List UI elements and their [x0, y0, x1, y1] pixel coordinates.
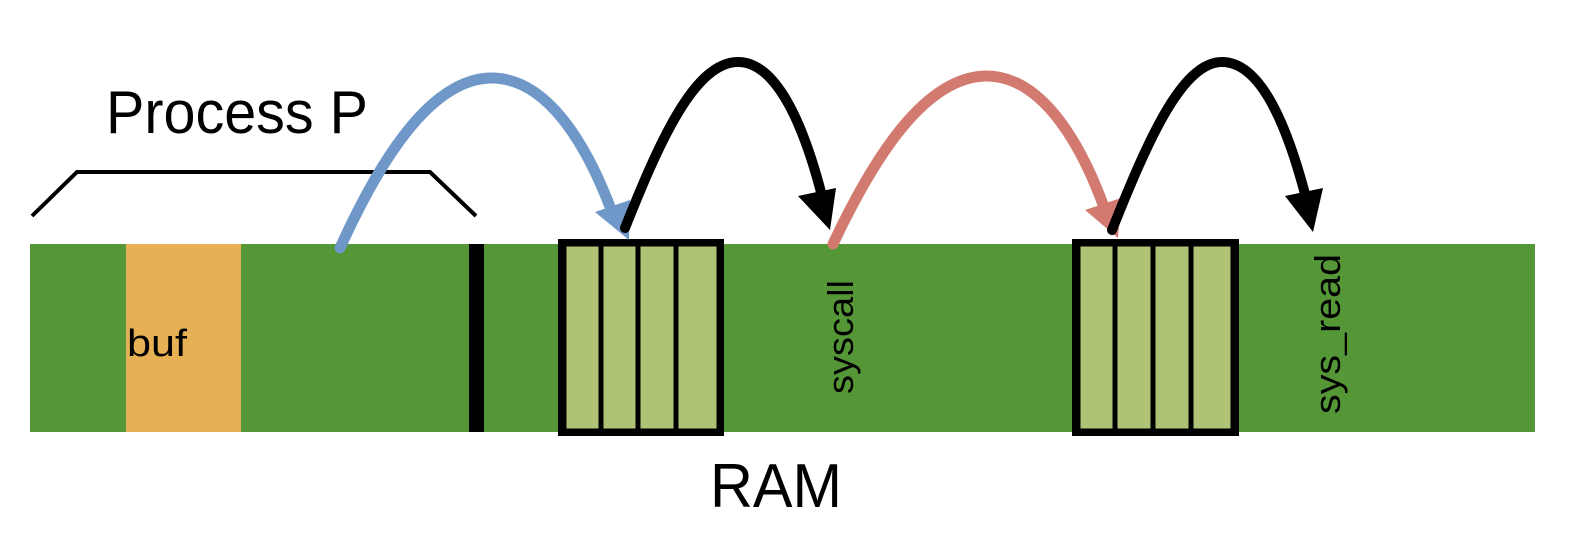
table-2 — [1072, 239, 1239, 436]
arrowhead — [1285, 188, 1323, 232]
syscall-to-table-arrow — [827, 70, 1121, 250]
table-slot — [1075, 241, 1118, 434]
table-border — [558, 239, 724, 436]
table-slot — [1112, 241, 1156, 434]
ram-strip — [30, 244, 1535, 432]
buf-region — [126, 244, 241, 432]
user-to-table-arrow — [334, 72, 630, 254]
sys-read-label: sys_read — [1307, 254, 1348, 414]
process-bracket — [30, 170, 478, 218]
table-to-syscall-arrow — [620, 56, 836, 233]
buf-label: buf — [127, 323, 187, 365]
table-border — [1072, 239, 1239, 436]
ram-label: RAM — [710, 452, 842, 521]
table-1 — [558, 239, 724, 436]
table-slot — [673, 241, 722, 434]
process-title: Process P — [106, 79, 368, 146]
table-slot — [1150, 241, 1194, 434]
table-slot — [598, 241, 641, 434]
table-slot — [1188, 241, 1236, 434]
syscall-label: syscall — [820, 280, 861, 394]
table-to-sys-read-arrow — [1107, 56, 1323, 235]
arrowhead — [798, 188, 836, 230]
table-slot — [635, 241, 679, 434]
table-slot — [561, 241, 604, 434]
process-boundary — [469, 244, 484, 432]
